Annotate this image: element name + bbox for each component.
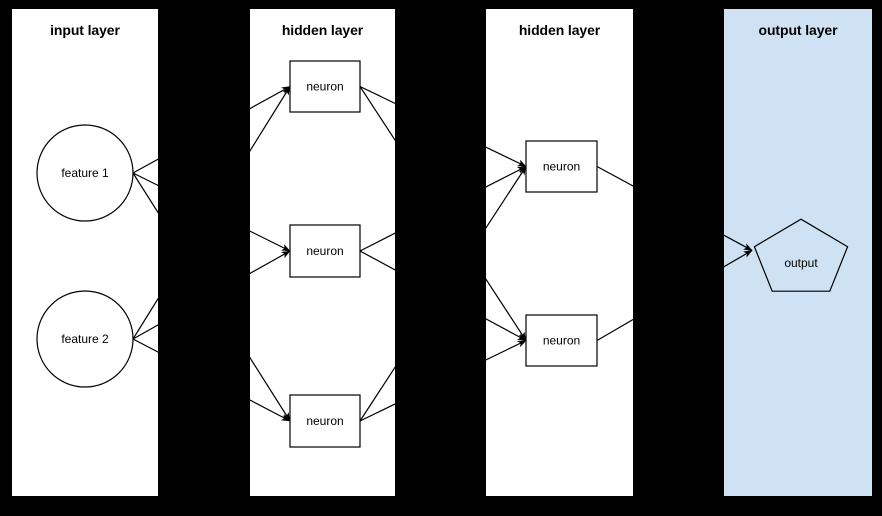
node-label: neuron [543, 334, 580, 348]
layer-title-hidden-2: hidden layer [518, 22, 601, 38]
layer-panel-input[interactable]: input layer [12, 9, 158, 496]
neuron-box [525, 314, 598, 367]
node-label: neuron [543, 160, 580, 174]
output-pentagon [753, 218, 849, 292]
node-label: feature 2 [61, 332, 109, 346]
neuron-box [289, 60, 361, 113]
node-input-1[interactable]: feature 2 [36, 290, 134, 388]
feature-circle [36, 124, 134, 222]
neuron-box [289, 394, 361, 448]
layer-gap-1 [158, 0, 250, 516]
node-label: neuron [306, 414, 343, 428]
node-hidden-1-2[interactable]: neuron [289, 394, 361, 448]
node-label: neuron [306, 80, 343, 94]
layer-gap-2 [395, 0, 486, 516]
layer-gap-3 [633, 0, 724, 516]
layer-panel-hidden-2[interactable]: hidden layer [486, 9, 633, 496]
node-hidden-1-1[interactable]: neuron [289, 224, 361, 278]
layer-title-output: output layer [758, 22, 838, 38]
node-hidden-2-1[interactable]: neuron [525, 314, 598, 367]
layer-title-input: input layer [50, 22, 120, 38]
layer-title-hidden-1: hidden layer [281, 22, 364, 38]
node-hidden-2-0[interactable]: neuron [525, 140, 598, 193]
node-hidden-1-0[interactable]: neuron [289, 60, 361, 113]
node-output-0[interactable]: output [753, 218, 849, 292]
node-label: output [784, 256, 818, 270]
node-label: feature 1 [61, 166, 109, 180]
node-input-0[interactable]: feature 1 [36, 124, 134, 222]
neuron-box [525, 140, 598, 193]
node-label: neuron [306, 244, 343, 258]
neuron-box [289, 224, 361, 278]
feature-circle [36, 290, 134, 388]
